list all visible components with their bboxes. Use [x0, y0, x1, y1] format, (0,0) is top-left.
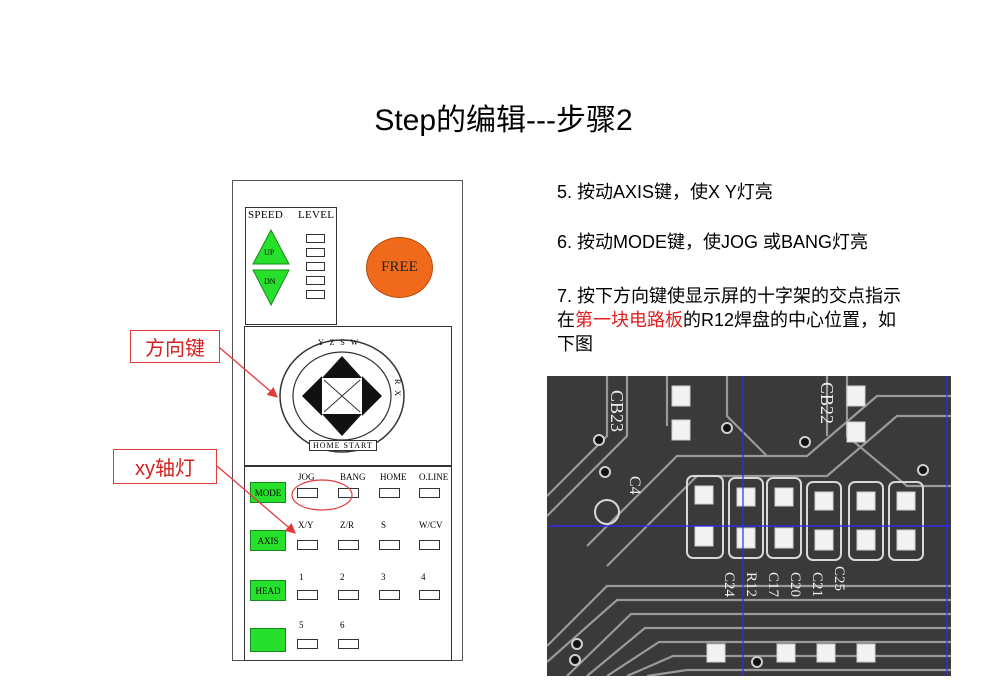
mode-buttons-box — [244, 466, 452, 661]
speed-down-button[interactable] — [252, 269, 290, 307]
level-indicator — [306, 262, 325, 271]
pcb-label-cb23: CB23 — [607, 390, 627, 433]
step7-line1: 7. 按下方向键使显示屏的十字架的交点指示 — [557, 286, 902, 306]
dial-bottom-text: HOME START — [309, 440, 377, 451]
speed-level-box — [245, 207, 337, 325]
jog-label: JOG — [298, 472, 315, 482]
zr-label: Z/R — [340, 520, 355, 530]
mode-button[interactable]: MODE — [250, 482, 286, 503]
level-indicator — [306, 290, 325, 299]
home-label: HOME — [380, 472, 407, 482]
step6-text: 6. 按动MODE键，使JOG 或BANG灯亮 — [557, 232, 869, 252]
level-indicator — [306, 248, 325, 257]
head-button[interactable]: HEAD — [250, 580, 286, 601]
num3-indicator — [379, 590, 400, 600]
arrow-right-key[interactable] — [362, 376, 382, 416]
level-label: LEVEL — [298, 209, 335, 221]
arrow-up-key[interactable] — [322, 356, 362, 378]
direction-dial — [279, 339, 405, 453]
pcb-label-cb22: CB22 — [817, 382, 837, 425]
dn-label: DN — [264, 277, 276, 286]
pcb-label-c20: C20 — [787, 572, 803, 598]
step7-line2-pre: 在 — [557, 310, 575, 330]
num1-label: 1 — [299, 572, 304, 582]
pcb-drawing — [547, 376, 951, 676]
step7-line2-post: 的R12焊盘的中心位置，如 — [683, 310, 897, 330]
bang-label: BANG — [340, 472, 366, 482]
bang-indicator — [338, 488, 359, 498]
step5-text: 5. 按动AXIS键，使X Y灯亮 — [557, 182, 773, 202]
num4-indicator — [419, 590, 440, 600]
num1-indicator — [297, 590, 318, 600]
oline-label: O.LINE — [419, 472, 449, 482]
num2-label: 2 — [340, 572, 345, 582]
speed-buttons — [252, 228, 290, 307]
pcb-label-c25: C25 — [831, 566, 847, 592]
axis-button[interactable]: AXIS — [250, 530, 286, 551]
pcb-photo: CB23 CB22 C4 C24 R12 C17 C20 C21 C25 — [547, 376, 951, 676]
dial-top-text: Y Z S W — [318, 338, 361, 347]
pcb-label-c17: C17 — [765, 572, 781, 598]
num5-label: 5 — [299, 620, 304, 630]
pcb-label-c21: C21 — [809, 572, 825, 598]
direction-keys-callout: 方向键 — [130, 330, 220, 363]
num2-indicator — [338, 590, 359, 600]
zr-indicator — [338, 540, 359, 550]
s-label: S — [381, 520, 387, 530]
num5-indicator — [297, 639, 318, 649]
xy-indicator — [297, 540, 318, 550]
speed-label: SPEED — [248, 209, 284, 221]
step7-highlight: 第一块电路板 — [575, 310, 683, 330]
num4-label: 4 — [421, 572, 426, 582]
s-indicator — [379, 540, 400, 550]
dial-right-text: R X — [393, 378, 403, 399]
step7-line2: 在第一块电路板的R12焊盘的中心位置，如 — [557, 308, 896, 332]
num3-label: 3 — [381, 572, 386, 582]
xy-label: X/Y — [298, 520, 314, 530]
pcb-label-r12: R12 — [743, 572, 759, 598]
level-indicator — [306, 276, 325, 285]
wcv-label: W/CV — [419, 520, 443, 530]
home-indicator — [379, 488, 400, 498]
speed-up-button[interactable] — [252, 228, 290, 265]
pcb-label-c4: C4 — [626, 476, 643, 495]
pcb-label-c24: C24 — [721, 572, 737, 598]
step7-line3: 下图 — [557, 334, 593, 354]
free-button[interactable]: FREE — [366, 237, 433, 298]
jog-indicator — [297, 488, 318, 498]
slide-title: Step的编辑---步骤2 — [374, 104, 633, 137]
xy-light-callout: xy轴灯 — [113, 449, 217, 484]
level-indicator — [306, 234, 325, 243]
arrow-down-key[interactable] — [322, 414, 362, 436]
up-label: UP — [264, 248, 275, 257]
oline-indicator — [419, 488, 440, 498]
wcv-indicator — [419, 540, 440, 550]
arrow-left-key[interactable] — [302, 376, 322, 416]
num6-indicator — [338, 639, 359, 649]
num6-label: 6 — [340, 620, 345, 630]
blank-green-button[interactable] — [250, 628, 286, 652]
